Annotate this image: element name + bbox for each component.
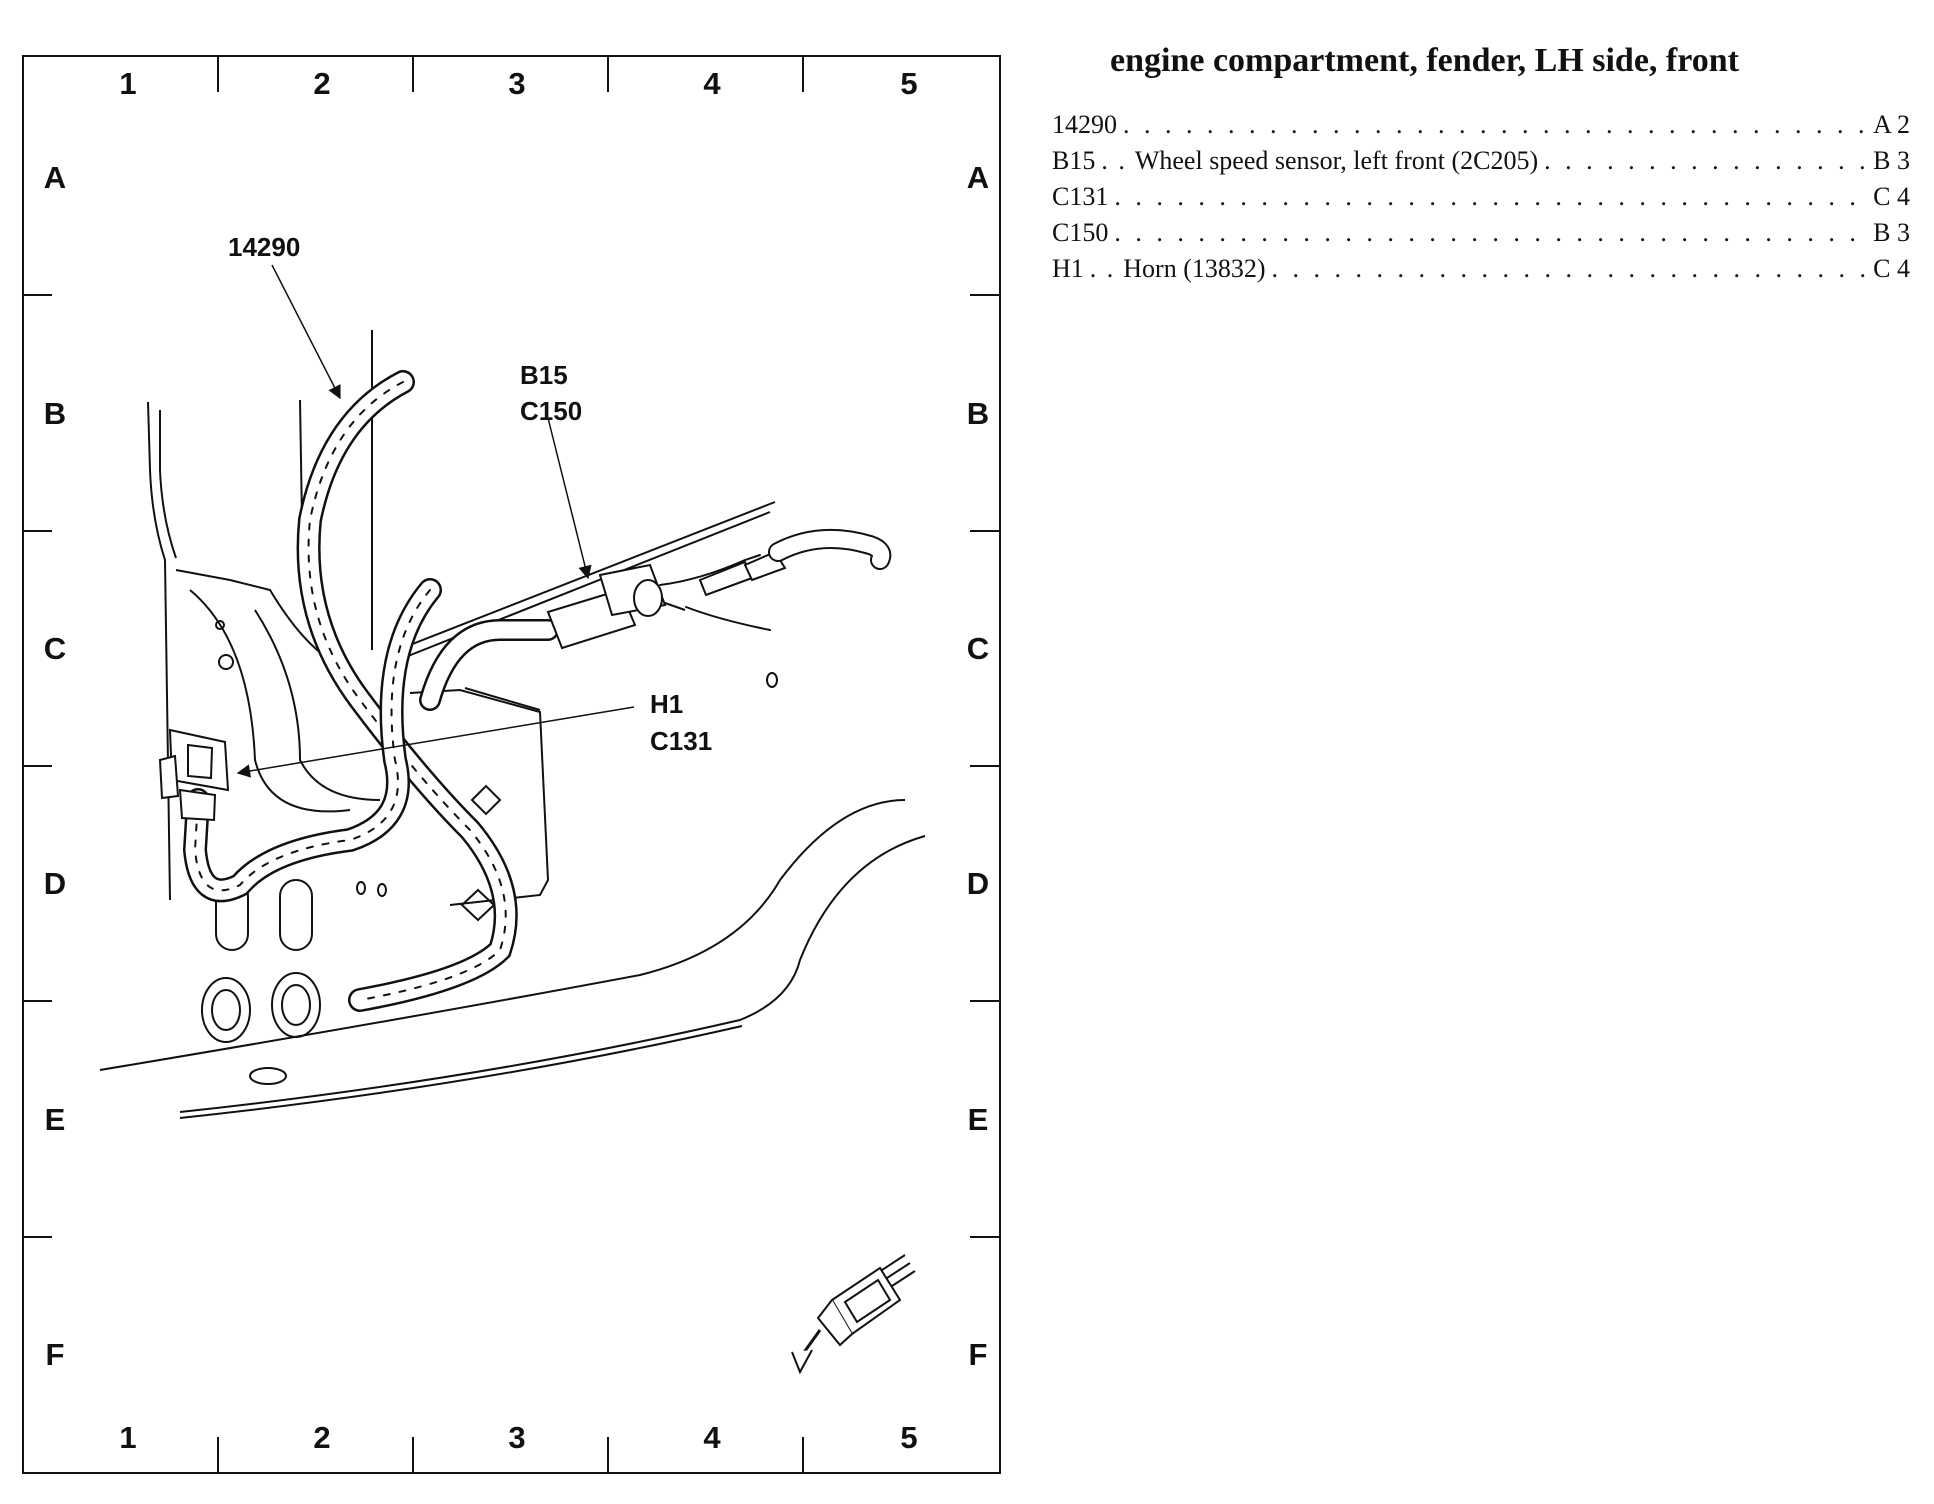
index-row-leader (1123, 110, 1867, 140)
index-row-leader (1272, 254, 1868, 284)
index-row-location: B 3 (1873, 146, 1910, 175)
row-label-left: F (46, 1337, 65, 1372)
col-label-top: 1 (119, 66, 136, 101)
index-row-leader (1114, 182, 1867, 212)
harness-14290 (182, 370, 559, 1012)
row-label-left: D (44, 866, 66, 901)
index-row-location: C 4 (1873, 182, 1910, 211)
index-row-description: Horn (13832) (1123, 254, 1266, 283)
diagram-frame (22, 55, 1001, 1474)
col-label-top: 3 (508, 66, 525, 101)
callout-h1: H1 (650, 689, 683, 719)
row-label-right: E (968, 1102, 989, 1137)
row-label-left: B (44, 396, 66, 431)
bottom-ticks (217, 1437, 804, 1473)
col-label-bottom: 4 (703, 1420, 721, 1455)
index-row-leader (1544, 146, 1867, 176)
callout-c131: C131 (650, 726, 712, 756)
col-label-bottom: 3 (508, 1420, 525, 1455)
index-row-location: A 2 (1873, 110, 1910, 139)
index-row: 14290 A 2 (1052, 110, 1910, 146)
index-row: H1 . . Horn (13832) C 4 (1052, 254, 1910, 290)
row-label-right: B (967, 396, 989, 431)
index-row: C131 C 4 (1052, 182, 1910, 218)
callout-14290: 14290 (228, 232, 300, 262)
index-row: B15 . . Wheel speed sensor, left front (… (1052, 146, 1910, 182)
connector-c150 (546, 563, 686, 650)
fender-line-art (99, 330, 926, 1119)
component-index: 14290 A 2 B15 . . Wheel speed sensor, le… (1052, 110, 1910, 290)
index-row-description: Wheel speed sensor, left front (2C205) (1134, 146, 1539, 175)
row-label-right: C (967, 631, 989, 666)
component-location-diagram: 1 2 3 4 5 1 2 3 4 5 A B C D E F A B C D … (22, 55, 1001, 1474)
connector-view-icon (791, 1254, 916, 1375)
col-label-top: 2 (313, 66, 330, 101)
index-title: engine compartment, fender, LH side, fro… (1110, 42, 1739, 79)
col-label-top: 5 (900, 66, 917, 101)
col-label-top: 4 (703, 66, 721, 101)
col-label-bottom: 2 (313, 1420, 330, 1455)
callout-leaders (236, 264, 635, 778)
connector-c131 (158, 728, 230, 822)
top-ticks (217, 56, 804, 92)
row-label-right: D (967, 866, 989, 901)
row-label-left: C (44, 631, 66, 666)
row-label-right: A (967, 160, 989, 195)
index-row-leader (1114, 218, 1867, 248)
index-row-id: H1 (1052, 254, 1084, 283)
col-label-bottom: 1 (119, 1420, 136, 1455)
index-row-separator: . . (1101, 146, 1127, 175)
callout-b15: B15 (520, 360, 568, 390)
left-ticks (23, 294, 52, 1238)
index-row: C150 B 3 (1052, 218, 1910, 254)
index-row-location: C 4 (1873, 254, 1910, 283)
index-row-separator: . . (1089, 254, 1116, 283)
right-ticks (970, 294, 1000, 1238)
row-label-right: F (969, 1337, 988, 1372)
index-row-id: C131 (1052, 182, 1109, 211)
index-row-location: B 3 (1873, 218, 1910, 247)
index-row-id: B15 (1052, 146, 1096, 175)
index-row-id: 14290 (1052, 110, 1117, 139)
sensor-cable-b15 (659, 528, 892, 631)
index-row-id: C150 (1052, 218, 1109, 247)
col-label-bottom: 5 (900, 1420, 917, 1455)
row-label-left: A (44, 160, 66, 195)
callout-c150: C150 (520, 396, 582, 426)
row-label-left: E (45, 1102, 66, 1137)
